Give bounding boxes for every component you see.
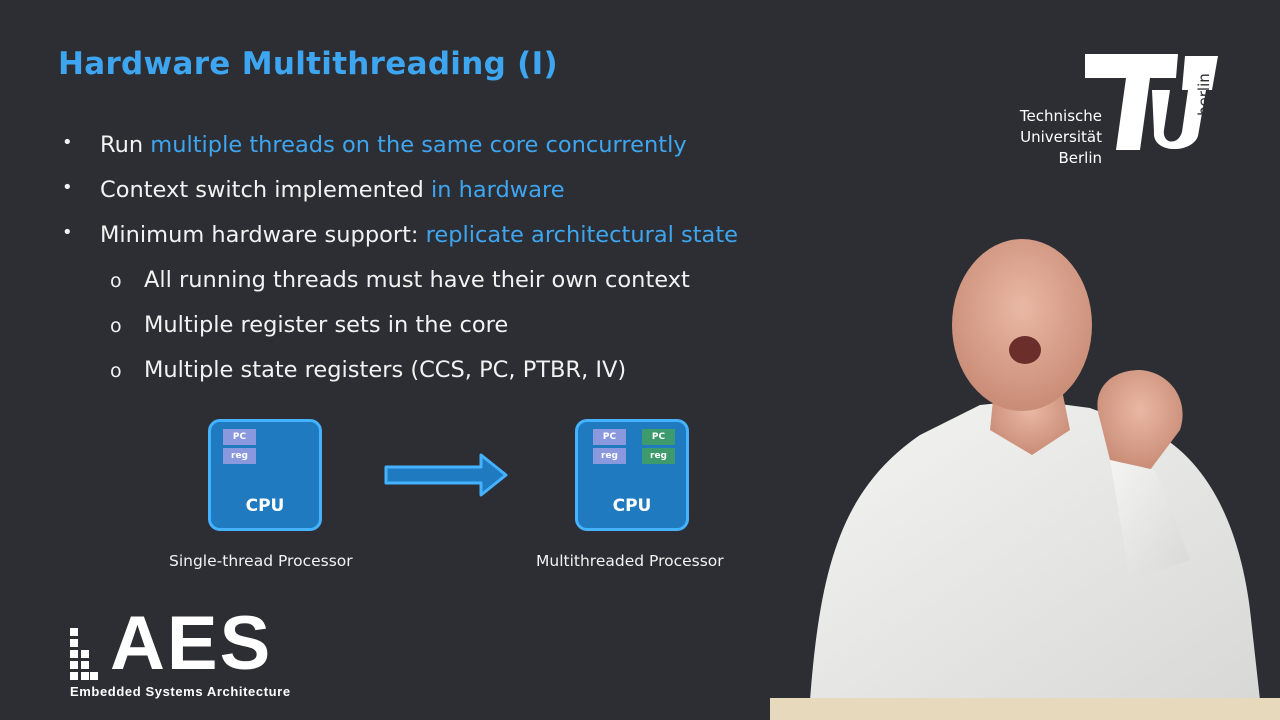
general-register: reg [223,448,256,464]
general-register: reg [593,448,626,464]
slide-title: Hardware Multithreading (I) [58,46,558,82]
tu-line: Berlin [1058,149,1102,167]
pc-register: PC [642,429,675,445]
sub-bullet-marker: o [110,270,122,292]
tu-berlin-logo-icon: berlin [1085,54,1218,150]
sub-bullet-text: Multiple state registers (CCS, PC, PTBR,… [144,357,627,383]
bullet-highlight: in hardware [430,177,565,203]
right-arrow-icon [384,453,508,497]
multithreaded-cpu-block: PC reg PC reg CPU [575,419,689,531]
bullet-highlight: replicate architectural state [425,222,739,248]
bullet-text: Run [100,132,151,158]
aes-bars-icon [70,628,98,680]
tu-berlin-wordmark: Technische Universität Berlin [1000,106,1102,169]
pc-register: PC [593,429,626,445]
tu-line: Technische [1019,107,1102,125]
single-thread-cpu-block: PC reg CPU [208,419,322,531]
bullet-highlight: multiple threads on the same core concur… [150,132,687,158]
bullet-text: Context switch implemented [100,177,431,203]
aes-logo-subtitle: Embedded Systems Architecture [70,684,291,699]
bullet-text: Minimum hardware support: [100,222,426,248]
multithreaded-caption: Multithreaded Processor [536,552,724,570]
cpu-label: CPU [245,496,285,516]
sub-bullet-text: Multiple register sets in the core [144,312,509,338]
cpu-label: CPU [612,496,652,516]
bullet-marker: • [62,177,73,198]
general-register: reg [642,448,675,464]
presenter-video-icon [770,239,1280,720]
tu-line: Universität [1020,128,1102,146]
single-thread-caption: Single-thread Processor [169,552,353,570]
pc-register: PC [223,429,256,445]
bullet-marker: • [62,222,73,243]
sub-bullet-marker: o [110,360,122,382]
bullet-marker: • [62,132,73,153]
sub-bullet-text: All running threads must have their own … [144,267,690,293]
tu-vertical-text: berlin [1195,73,1213,116]
aes-logo: AES Embedded Systems Architecture [70,606,330,704]
aes-logo-letters: AES [110,601,273,686]
sub-bullet-marker: o [110,315,122,337]
